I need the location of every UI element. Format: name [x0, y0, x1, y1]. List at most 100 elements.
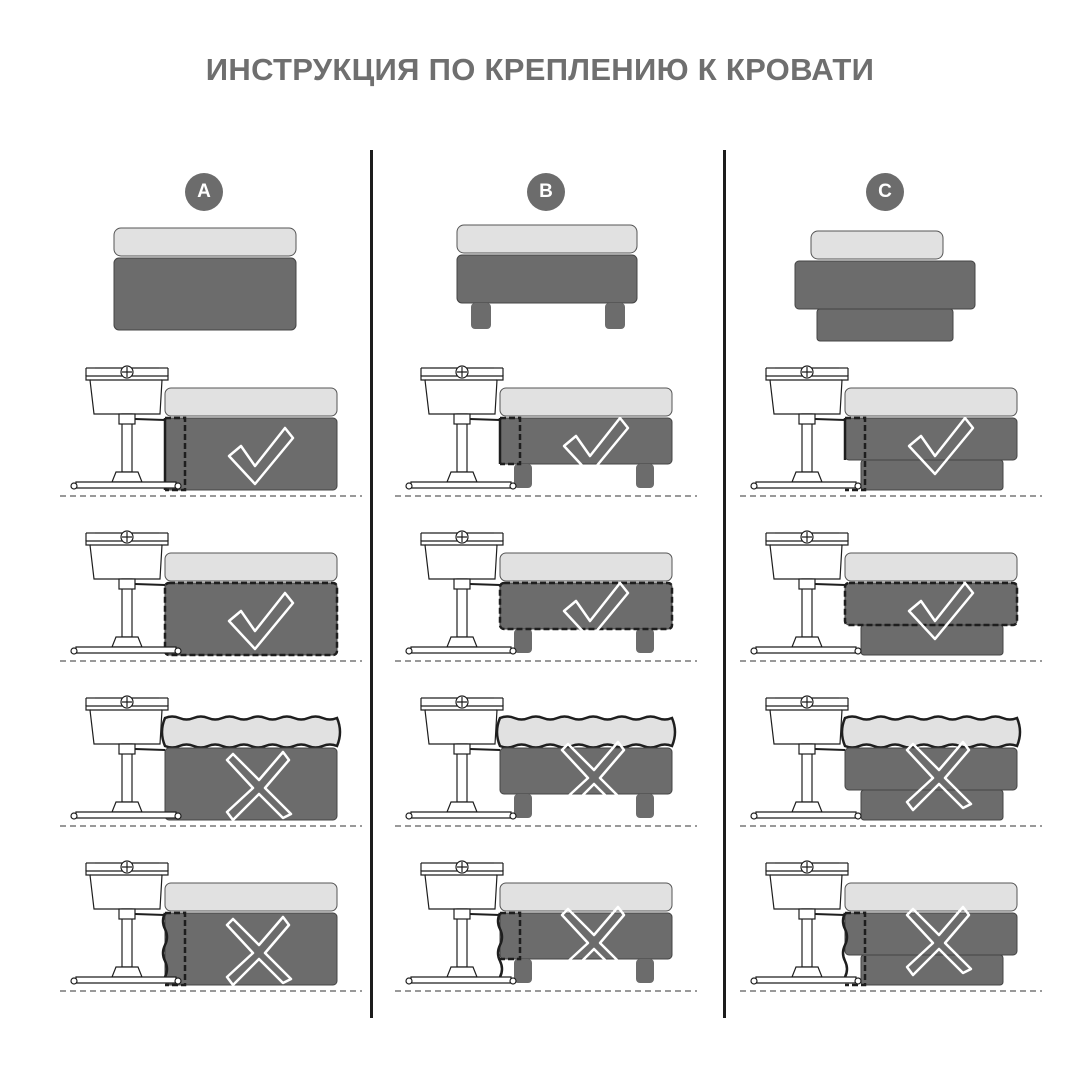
crib-clamp-head — [453, 908, 471, 920]
bed-lower-tier — [860, 624, 1004, 656]
column-a-scene-4 — [60, 860, 362, 992]
crib-base-bar — [75, 646, 177, 654]
crib-foot — [446, 636, 478, 648]
bed-leg — [636, 629, 654, 653]
crib-foot — [111, 471, 143, 483]
crib-wheel — [174, 482, 182, 490]
crib-base-bar — [755, 646, 857, 654]
mattress — [164, 882, 338, 912]
crib-clamp-head — [798, 413, 816, 425]
crib — [405, 860, 517, 985]
crib-foot — [791, 471, 823, 483]
column-c-scene-3 — [740, 695, 1042, 827]
crib-basket — [420, 540, 504, 580]
crib-base-bar — [410, 646, 512, 654]
mattress — [495, 715, 677, 749]
crib-base-bar — [75, 481, 177, 489]
crib — [70, 860, 182, 985]
crib — [70, 365, 182, 490]
crib-basket — [420, 375, 504, 415]
crib-basket — [85, 375, 169, 415]
check-icon — [227, 591, 295, 651]
crib-clamp-head — [798, 743, 816, 755]
bed-leg — [636, 959, 654, 983]
mattress — [164, 552, 338, 582]
strap-outline — [500, 911, 522, 961]
column-b-scene-3 — [395, 695, 697, 827]
bed-base — [844, 912, 1018, 956]
strap-slack — [841, 912, 849, 978]
crib-basket — [85, 870, 169, 910]
bed-leg — [636, 464, 654, 488]
strap-outline — [845, 416, 867, 492]
crib — [70, 695, 182, 820]
cross-icon — [905, 740, 973, 812]
strap-outline — [165, 911, 187, 987]
bed-base — [499, 417, 673, 465]
crib-wheel — [174, 812, 182, 820]
crib-connector — [134, 583, 166, 586]
check-icon — [907, 581, 975, 641]
crib-clamp-head — [118, 413, 136, 425]
crib-wheel — [509, 812, 517, 820]
column-a-scene-1 — [60, 365, 362, 497]
column-a-bed-illustration — [113, 227, 297, 331]
crib-clamp-head — [798, 908, 816, 920]
strap-outline — [845, 911, 867, 987]
crib-foot — [111, 966, 143, 978]
crib-wheel — [854, 482, 862, 490]
crib-wheel — [854, 812, 862, 820]
crib-base-bar — [75, 976, 177, 984]
strap-outline — [498, 581, 674, 631]
bed-base — [844, 582, 1018, 626]
crib-basket — [765, 870, 849, 910]
mattress — [840, 715, 1022, 749]
crib-foot — [446, 966, 478, 978]
mattress — [810, 230, 944, 260]
crib-connector — [814, 748, 846, 751]
cross-icon — [225, 915, 293, 987]
mattress — [844, 552, 1018, 582]
crib-connector — [134, 418, 166, 421]
crib — [750, 695, 862, 820]
mattress — [844, 387, 1018, 417]
crib — [405, 530, 517, 655]
bed-leg — [514, 629, 532, 653]
cross-icon — [905, 905, 973, 977]
crib-connector — [469, 418, 501, 421]
column-divider-right — [723, 150, 726, 1018]
check-icon — [907, 416, 975, 476]
bed-leg — [471, 303, 491, 329]
crib-wheel — [70, 482, 78, 490]
crib-basket — [85, 540, 169, 580]
column-c-scene-2 — [740, 530, 1042, 662]
page-title: ИНСТРУКЦИЯ ПО КРЕПЛЕНИЮ К КРОВАТИ — [205, 52, 875, 87]
crib — [405, 365, 517, 490]
column-a-scene-2 — [60, 530, 362, 662]
strap-slack — [496, 912, 504, 978]
cross-icon — [560, 740, 628, 812]
bed-lower-tier — [860, 954, 1004, 986]
mattress — [844, 882, 1018, 912]
crib-connector — [469, 583, 501, 586]
crib-foot — [446, 801, 478, 813]
crib-connector — [134, 913, 166, 916]
bed-leg — [605, 303, 625, 329]
strap-outline — [843, 581, 1019, 627]
crib-wheel — [750, 977, 758, 985]
crib-foot — [791, 966, 823, 978]
strap-outline — [500, 416, 522, 466]
crib-clamp-head — [118, 908, 136, 920]
crib-foot — [111, 636, 143, 648]
strap-outline — [165, 416, 187, 492]
column-c-bed-illustration — [794, 230, 976, 342]
crib-connector — [814, 913, 846, 916]
crib-connector — [469, 913, 501, 916]
crib-wheel — [70, 977, 78, 985]
cross-icon — [225, 750, 293, 822]
bed-base — [794, 260, 976, 310]
bed-leg — [636, 794, 654, 818]
crib-basket — [765, 375, 849, 415]
bed-base — [499, 582, 673, 630]
crib-wheel — [509, 482, 517, 490]
